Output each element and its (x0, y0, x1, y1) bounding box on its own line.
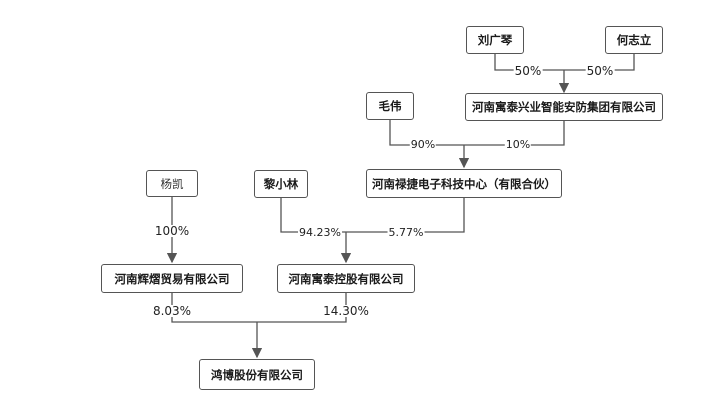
share-label-he: 50% (585, 64, 615, 78)
connector-konggu-hongbo (257, 293, 347, 323)
connector-xingye-lujie (464, 121, 565, 146)
share-label-lujie: 5.77% (387, 226, 425, 239)
connector-huiyao-hongbo (171, 293, 257, 323)
share-label-konggu: 14.30% (322, 304, 370, 318)
share-label-liu: 50% (513, 64, 543, 78)
share-label-mao: 90% (409, 138, 437, 151)
node-hongbo: 鸿博股份有限公司 (199, 359, 315, 390)
node-mao-wei: 毛伟 (366, 92, 414, 120)
node-he-zhili: 何志立 (605, 26, 663, 54)
share-label-li: 94.23% (298, 226, 342, 239)
share-label-xingye: 10% (504, 138, 532, 151)
connector-lujie-konggu (346, 198, 465, 233)
node-liu-guangqin: 刘广琴 (466, 26, 524, 54)
node-henan-huiyao: 河南辉熠贸易有限公司 (101, 264, 243, 293)
node-yang-kai: 杨凯 (146, 170, 198, 197)
node-henan-yutai-xingye: 河南寓泰兴业智能安防集团有限公司 (465, 93, 663, 121)
connector-mao-lujie (389, 120, 464, 146)
share-label-yang: 100% (153, 224, 191, 238)
node-henan-lujie: 河南禄捷电子科技中心（有限合伙） (366, 169, 562, 198)
node-li-xiaolin: 黎小林 (254, 170, 308, 198)
share-label-huiyao: 8.03% (151, 304, 193, 318)
node-henan-yutai-konggu: 河南寓泰控股有限公司 (277, 264, 415, 293)
